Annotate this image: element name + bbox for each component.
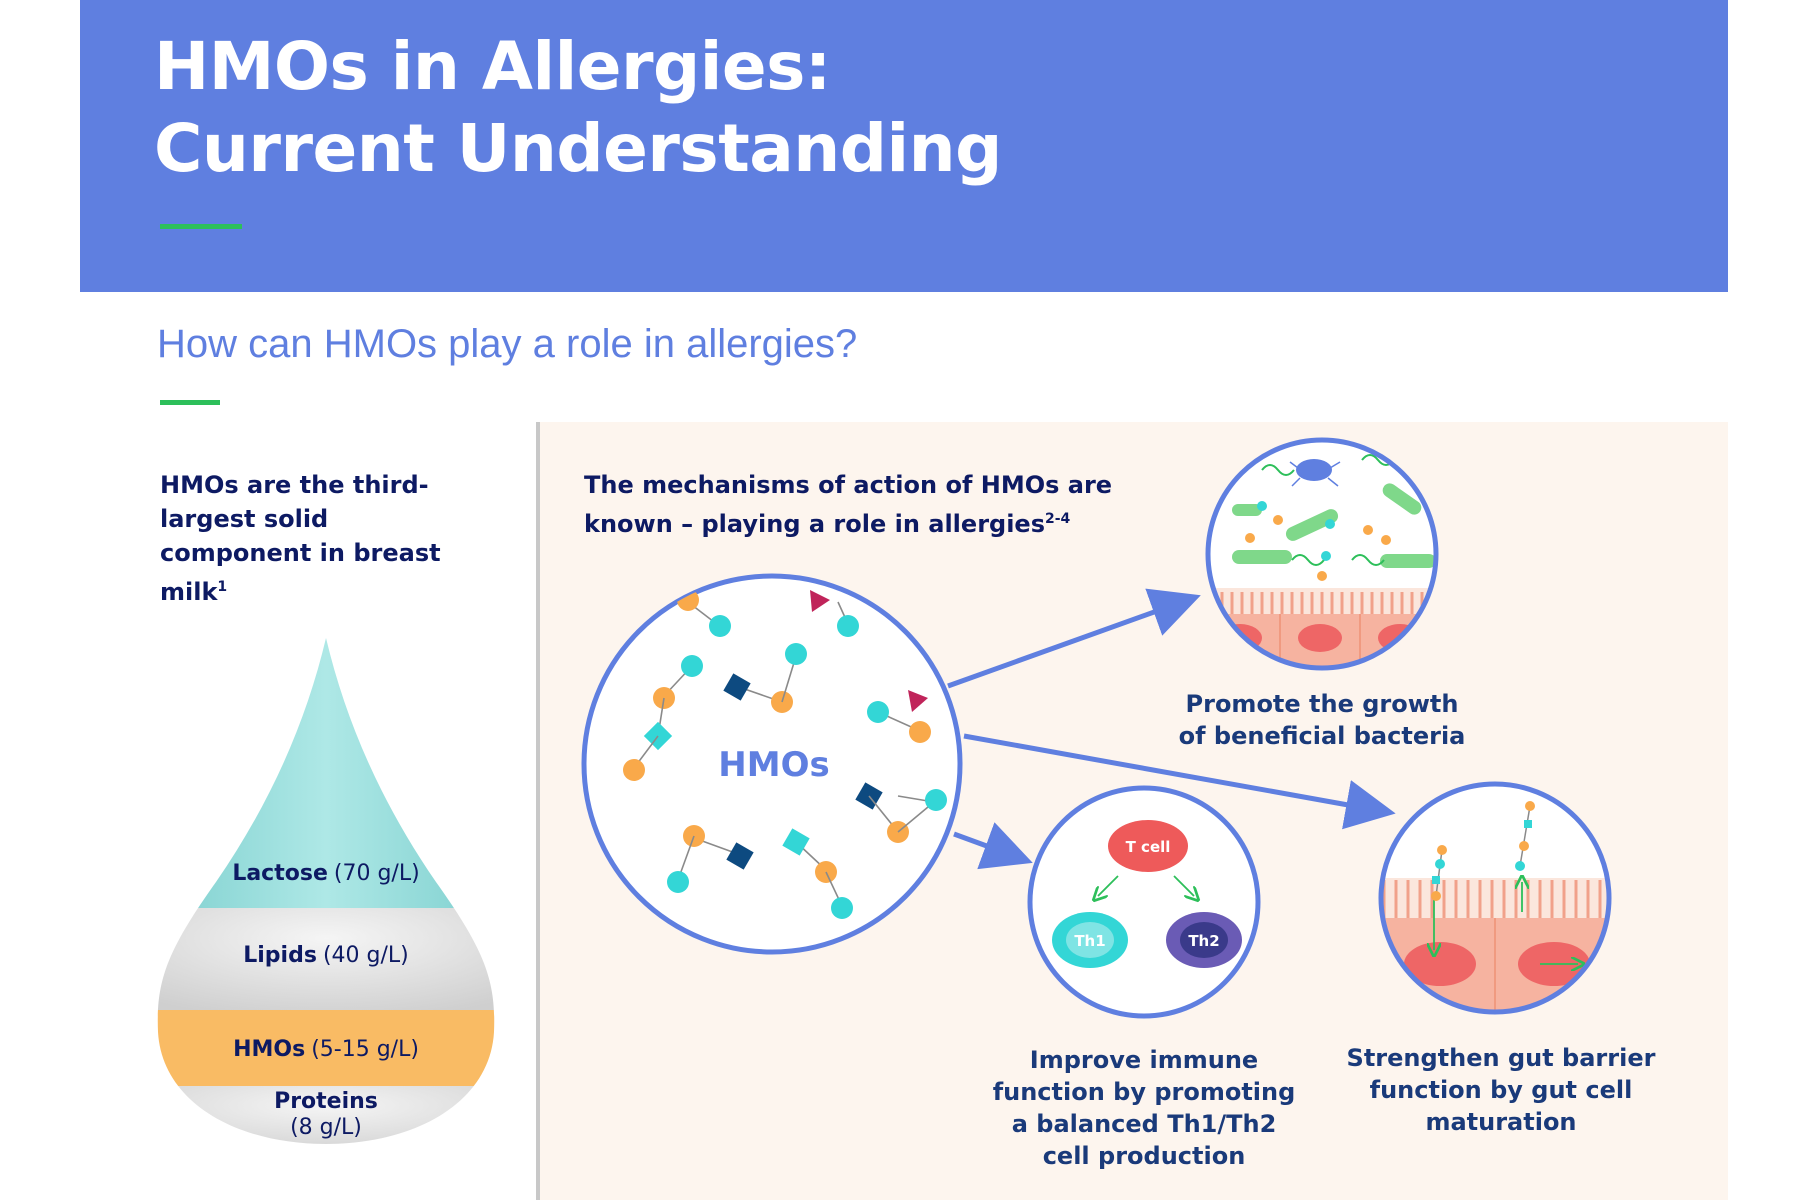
caption-bacteria-line2: of beneficial bacteria (1178, 722, 1466, 750)
drop-label-lipids: Lipids(40 g/L) (243, 943, 409, 968)
drop-label-proteins: Proteins (274, 1089, 378, 1114)
title-banner: HMOs in Allergies: Current Understanding (80, 0, 1728, 292)
caption-bacteria: Promote the growth of beneficial bacteri… (1162, 688, 1482, 752)
caption-immune: Improve immune function by promoting a b… (984, 1044, 1304, 1172)
caption-immune-line1: Improve immune (1029, 1046, 1259, 1074)
breast-milk-heading-text: HMOs are the third-largest solid compone… (160, 471, 441, 606)
drop-label-proteins-amount: (8 g/L) (290, 1115, 362, 1140)
drop-label-lactose: Lactose(70 g/L) (232, 861, 419, 886)
breast-milk-heading: HMOs are the third-largest solid compone… (160, 468, 460, 609)
mechanisms-heading: The mechanisms of action of HMOs are kno… (584, 468, 1144, 541)
drop-layer-hmos (157, 1010, 495, 1086)
caption-gut-line2: function by gut cell (1369, 1076, 1633, 1104)
page-title: HMOs in Allergies: Current Understanding (154, 26, 1002, 190)
drop-label-hmos: HMOs(5-15 g/L) (233, 1037, 419, 1062)
caption-gut-line1: Strengthen gut barrier (1346, 1044, 1656, 1072)
drop-layer-lipids (157, 908, 495, 1010)
mechanisms-heading-text: The mechanisms of action of HMOs are kno… (584, 471, 1113, 538)
column-divider (536, 422, 540, 1200)
page-title-line1: HMOs in Allergies: (154, 28, 831, 105)
caption-immune-line4: cell production (1042, 1142, 1246, 1170)
caption-gut-line3: maturation (1425, 1108, 1577, 1136)
section-subtitle: How can HMOs play a role in allergies? (157, 322, 858, 366)
mechanisms-heading-ref: 2-4 (1045, 511, 1071, 527)
caption-immune-line2: function by promoting (992, 1078, 1296, 1106)
page-title-line2: Current Understanding (154, 110, 1002, 187)
caption-gut: Strengthen gut barrier function by gut c… (1336, 1042, 1666, 1138)
breast-milk-drop: Lactose(70 g/L) Lipids(40 g/L) HMOs(5-15… (157, 638, 495, 1144)
caption-bacteria-line1: Promote the growth (1185, 690, 1459, 718)
breast-milk-heading-ref: 1 (217, 579, 228, 595)
title-accent-bar (160, 224, 242, 229)
subtitle-accent-bar (160, 400, 220, 405)
caption-immune-line3: a balanced Th1/Th2 (1011, 1110, 1277, 1138)
